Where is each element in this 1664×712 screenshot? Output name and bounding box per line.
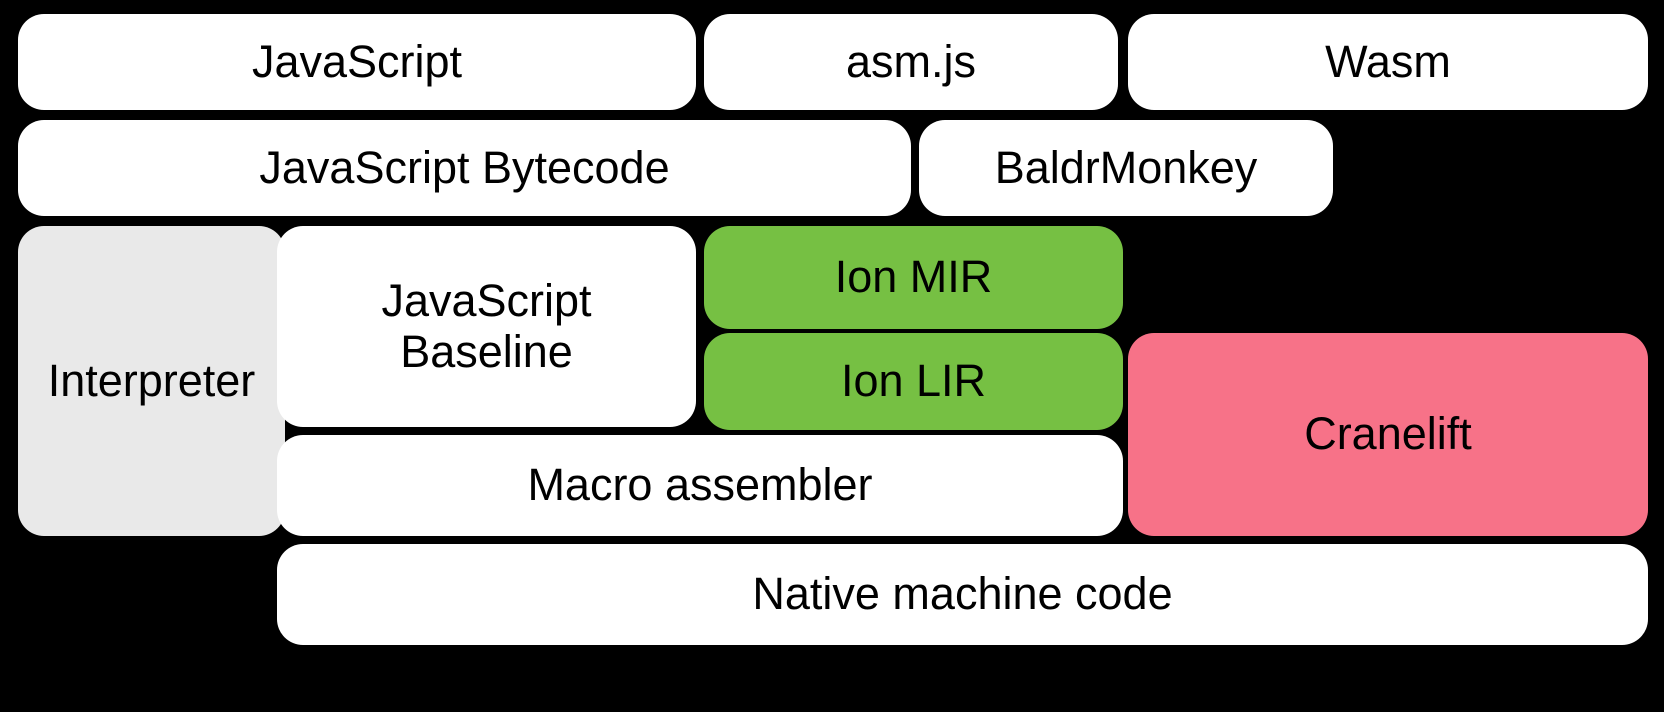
node-wasm[interactable]: Wasm [1128, 14, 1648, 110]
node-native-machine-code-label: Native machine code [752, 568, 1173, 620]
node-javascript[interactable]: JavaScript [18, 14, 696, 110]
node-cranelift-label: Cranelift [1304, 408, 1472, 460]
node-javascript-label: JavaScript [251, 35, 463, 87]
node-ion-mir-label: Ion MIR [834, 251, 993, 303]
node-interpreter-label: Interpreter [47, 354, 256, 406]
node-ion-lir[interactable]: Ion LIR [704, 333, 1123, 430]
node-javascript-bytecode[interactable]: JavaScript Bytecode [18, 120, 911, 216]
node-interpreter[interactable]: Interpreter [18, 226, 285, 536]
node-baldrmonkey[interactable]: BaldrMonkey [919, 120, 1333, 216]
node-javascript-baseline[interactable]: JavaScript Baseline [277, 226, 696, 427]
node-baldrmonkey-label: BaldrMonkey [994, 141, 1258, 193]
node-javascript-baseline-label: JavaScript Baseline [381, 275, 592, 377]
node-native-machine-code[interactable]: Native machine code [277, 544, 1648, 645]
node-wasm-label: Wasm [1325, 35, 1451, 87]
node-macro-assembler[interactable]: Macro assembler [277, 435, 1123, 536]
node-ion-mir[interactable]: Ion MIR [704, 226, 1123, 329]
node-cranelift[interactable]: Cranelift [1128, 333, 1648, 536]
node-ion-lir-label: Ion LIR [840, 355, 987, 407]
node-asm-js[interactable]: asm.js [704, 14, 1118, 110]
node-javascript-bytecode-label: JavaScript Bytecode [259, 141, 670, 193]
node-macro-assembler-label: Macro assembler [527, 459, 873, 511]
node-asm-js-label: asm.js [845, 35, 976, 87]
